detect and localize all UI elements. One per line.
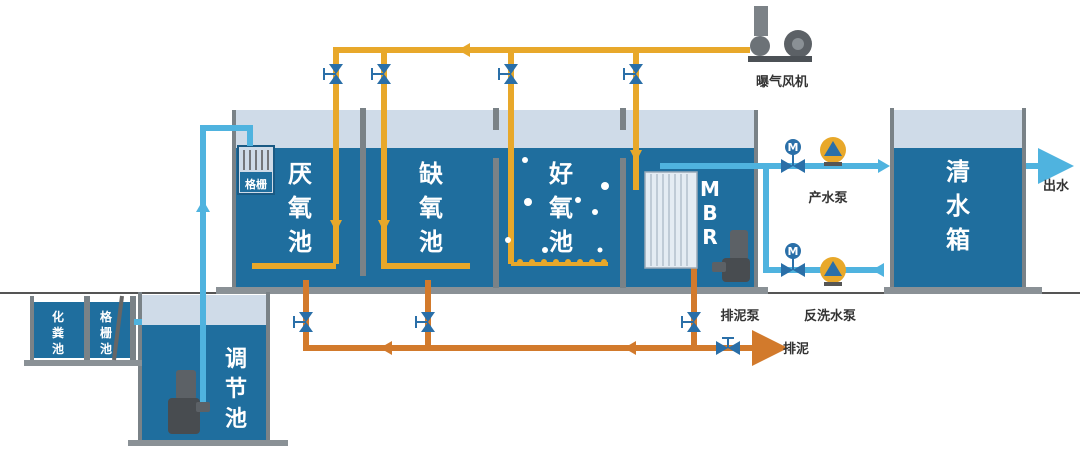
- feed-arrow: [196, 200, 210, 212]
- label-clear-tank: 清 水 箱: [946, 158, 971, 254]
- svg-text:水: 水: [946, 192, 971, 220]
- svg-text:氧: 氧: [288, 194, 312, 222]
- label-regulating: 调 节 池: [225, 347, 247, 432]
- submersible-pump-icon: [712, 230, 750, 282]
- blower-icon[interactable]: [748, 6, 812, 62]
- label-grid-small: 格 栅 池: [100, 309, 113, 356]
- svg-text:调: 调: [225, 347, 247, 372]
- valves[interactable]: [293, 64, 805, 355]
- label-sludge-out: 排泥: [783, 341, 809, 357]
- feed-pipe: [200, 125, 253, 405]
- label-water-out: 出水: [1043, 178, 1070, 194]
- clear-water-tank: [884, 108, 1042, 294]
- label-aerobic: 好 氧 池: [548, 160, 573, 256]
- svg-text:化: 化: [52, 309, 64, 324]
- label-backwash-pump: 反洗水泵: [804, 308, 856, 324]
- svg-text:氧: 氧: [549, 194, 573, 222]
- svg-text:B: B: [702, 201, 717, 225]
- label-product-pump: 产水泵: [808, 190, 847, 206]
- svg-text:氧: 氧: [419, 194, 443, 222]
- air-valve-4: [623, 64, 643, 84]
- svg-text:箱: 箱: [946, 226, 970, 254]
- backwash-valve: [781, 243, 805, 277]
- mbr-membrane: [644, 171, 698, 269]
- svg-text:池: 池: [100, 341, 112, 356]
- svg-text:栅: 栅: [100, 325, 112, 340]
- label-anaerobic: 厌 氧 池: [288, 160, 312, 256]
- svg-text:池: 池: [549, 228, 573, 256]
- svg-text:M: M: [788, 245, 799, 258]
- product-valve: [781, 139, 805, 173]
- label-blower: 曝气风机: [756, 74, 808, 90]
- aerators: [517, 259, 607, 265]
- backwash-pump-icon[interactable]: [820, 257, 846, 286]
- sludge-valve-2: [415, 312, 435, 332]
- backwash-pipe: [763, 166, 880, 273]
- label-mbr: M B R: [700, 177, 720, 249]
- svg-text:池: 池: [225, 407, 247, 432]
- sludge-valve-1: [293, 312, 313, 332]
- svg-text:清: 清: [946, 158, 970, 186]
- label-sludge-pump: 排泥泵: [720, 308, 759, 324]
- label-grille: 格栅: [245, 177, 267, 191]
- svg-text:池: 池: [52, 341, 64, 356]
- svg-text:池: 池: [288, 228, 312, 256]
- grille-box: [237, 145, 275, 195]
- air-valve-3: [498, 64, 518, 84]
- svg-text:格: 格: [100, 309, 113, 324]
- air-valve-2: [371, 64, 391, 84]
- svg-text:缺: 缺: [419, 160, 444, 188]
- air-valve-1: [323, 64, 343, 84]
- svg-text:M: M: [700, 177, 720, 201]
- svg-text:厌: 厌: [288, 160, 312, 188]
- air-bubbles: [505, 157, 609, 253]
- svg-text:节: 节: [225, 377, 247, 402]
- regulating-tank: [128, 292, 288, 446]
- label-septic: 化 粪 池: [52, 309, 64, 356]
- svg-text:粪: 粪: [52, 325, 64, 340]
- regulating-pump-icon: [168, 370, 210, 434]
- air-arrow: [458, 43, 470, 57]
- sludge-valve-3: [681, 312, 701, 332]
- svg-text:好: 好: [548, 160, 573, 188]
- drain-valve: [716, 337, 740, 355]
- svg-text:R: R: [702, 225, 717, 249]
- product-pump-icon[interactable]: [820, 137, 846, 166]
- septic-grid-tanks: [24, 295, 142, 366]
- label-anoxic: 缺 氧 池: [419, 160, 444, 256]
- svg-text:池: 池: [419, 228, 443, 256]
- svg-text:M: M: [788, 141, 799, 154]
